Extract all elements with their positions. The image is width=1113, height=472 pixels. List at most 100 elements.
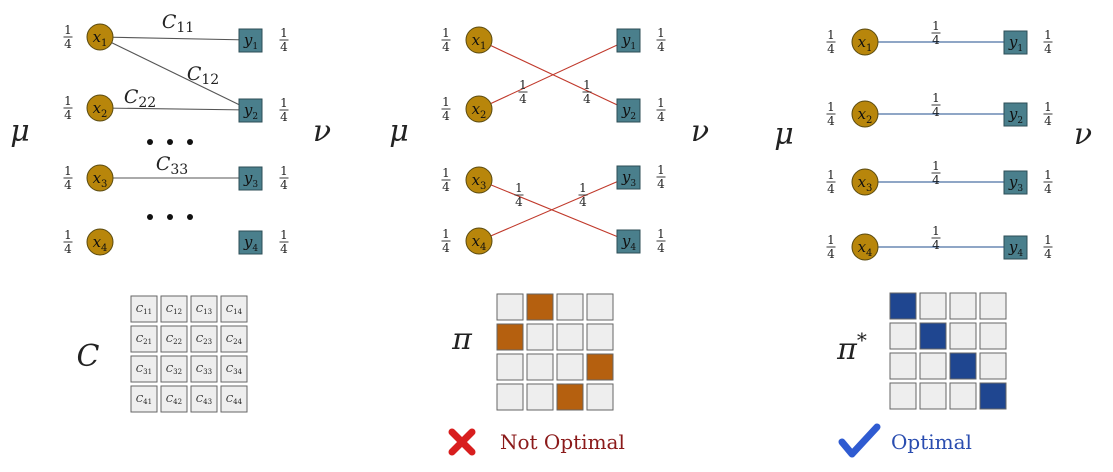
matrix-cell [949,352,977,380]
matrix-cell [496,323,524,351]
transport-edge [99,36,251,41]
target-node [1003,235,1028,260]
fraction-denominator: 4 [442,109,450,123]
matrix-cell [889,382,917,410]
matrix-cell-label: C31 [136,364,152,376]
matrix-cell [949,292,977,320]
source-mass-fraction: 14 [63,23,73,51]
cost-edge-label: C33 [156,153,188,178]
source-mass-fraction: 14 [826,28,836,56]
transport-edge [478,176,629,242]
source-mass-fraction: 14 [826,233,836,261]
fraction-denominator: 4 [932,173,940,187]
matrix-cell [220,355,248,383]
matrix-cell [586,293,614,321]
fraction-numerator: 1 [64,94,72,108]
matrix-cell-label: C34 [226,364,243,376]
fraction-numerator: 1 [1044,100,1052,114]
matrix-cell [190,355,218,383]
target-mass-fraction: 14 [656,227,666,255]
target-node-label: y1 [621,31,636,52]
target-node-label: y3 [243,169,258,190]
edge-mass-fraction: 14 [931,91,941,119]
fraction-denominator: 4 [64,178,72,192]
target-node [238,230,263,255]
transport-edge [478,179,629,242]
matrix-cell-label: C11 [136,304,152,316]
fraction-numerator: 1 [827,233,835,247]
source-node [465,166,493,194]
fraction-numerator: 1 [657,163,665,177]
matrix-cell [190,325,218,353]
matrix-cell [889,352,917,380]
fraction-numerator: 1 [442,95,450,109]
fraction-denominator: 4 [579,195,587,209]
fraction-numerator: 1 [442,227,450,241]
target-node [238,98,263,123]
fraction-denominator: 4 [827,114,835,128]
optimal-plan-matrix-symbol: π* [836,328,867,367]
fraction-numerator: 1 [280,228,288,242]
fraction-numerator: 1 [657,227,665,241]
matrix-cell [919,292,947,320]
source-node [86,94,114,122]
nu-symbol: ν [1074,117,1092,152]
matrix-cell-label: C43 [196,394,212,406]
fraction-numerator: 1 [519,78,527,92]
transport-edge [478,39,629,110]
matrix-cell [130,355,158,383]
ellipsis-dot [167,139,173,145]
source-node-label: x4 [93,233,108,254]
matrix-cell [889,322,917,350]
matrix-cell [556,293,584,321]
matrix-cell [220,295,248,323]
target-mass-fraction: 14 [1043,233,1053,261]
matrix-cell-label: C22 [166,334,182,346]
source-node [465,227,493,255]
fraction-numerator: 1 [280,26,288,40]
matrix-cell [526,353,554,381]
target-node-label: y2 [1008,105,1023,126]
target-mass-fraction: 14 [1043,168,1053,196]
matrix-cell [919,382,947,410]
mu-symbol: μ [774,117,794,152]
ellipsis-dot [147,139,153,145]
not-optimal-label: Not Optimal [500,430,625,454]
matrix-cell [526,383,554,411]
source-mass-fraction: 14 [441,26,451,54]
fraction-numerator: 1 [932,224,940,238]
edge-mass-fraction: 14 [931,19,941,47]
source-node [851,28,879,56]
matrix-cell [220,325,248,353]
checkmark-icon [838,423,881,458]
matrix-cell-label: C14 [226,304,243,316]
fraction-denominator: 4 [1044,182,1052,196]
fraction-denominator: 4 [64,242,72,256]
fraction-denominator: 4 [657,241,665,255]
cost-edge-label: C12 [187,63,219,88]
source-node-label: x2 [858,105,873,126]
source-mass-fraction: 14 [63,228,73,256]
target-mass-fraction: 14 [656,163,666,191]
source-mass-fraction: 14 [441,166,451,194]
cross-stroke [448,428,476,456]
fraction-numerator: 1 [64,164,72,178]
edge-mass-fraction: 14 [931,224,941,252]
fraction-denominator: 4 [657,40,665,54]
edge-mass-fraction: 14 [578,181,588,209]
fraction-denominator: 4 [932,33,940,47]
ellipsis-dot [187,214,193,220]
source-node-label: x1 [472,31,487,52]
source-node-label: x3 [472,171,487,192]
target-mass-fraction: 14 [279,26,289,54]
matrix-cell-label: C23 [196,334,212,346]
matrix-cell [979,382,1007,410]
source-node-label: x1 [93,28,108,49]
target-mass-fraction: 14 [279,228,289,256]
fraction-denominator: 4 [657,110,665,124]
fraction-denominator: 4 [442,180,450,194]
fraction-numerator: 1 [1044,168,1052,182]
